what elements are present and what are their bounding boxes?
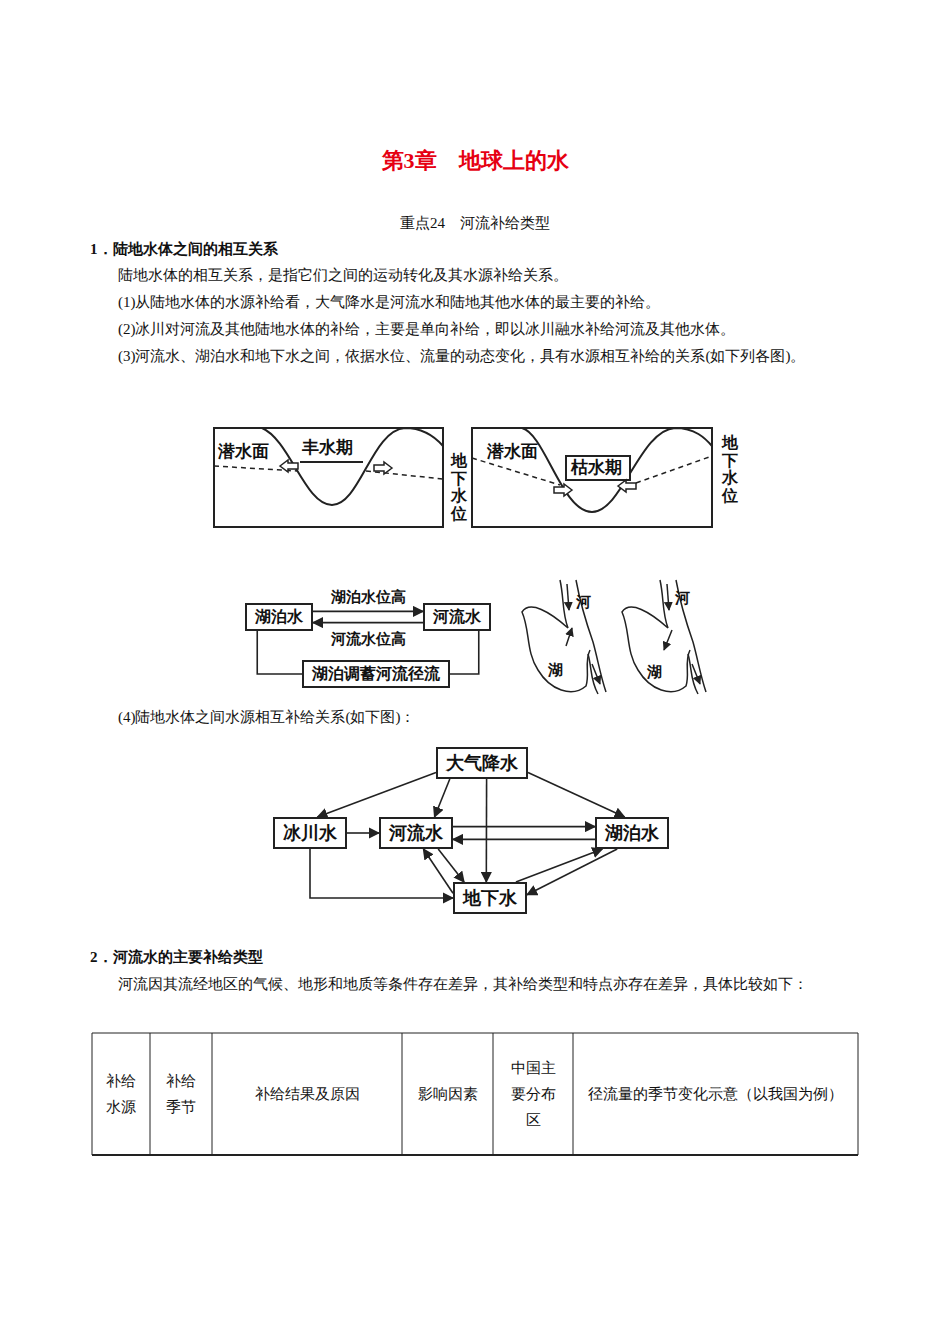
connector: [435, 779, 450, 817]
cross-section: [214, 428, 443, 527]
body-text: (2)冰川对河流及其他陆地水体的补给，主要是单向补给，即以冰川融水补给河流及其他…: [118, 316, 736, 343]
table-cell-text: 补给水源: [104, 1068, 138, 1120]
connector: [485, 779, 487, 882]
heading-text: 丰水期: [302, 438, 353, 458]
connector: [450, 631, 479, 674]
flow-arrow: [692, 664, 700, 684]
box-text: 河流水: [433, 608, 481, 625]
water-box: 河流水: [423, 603, 491, 631]
heading-text: 枯水期: [571, 458, 622, 478]
flow-arrow: [554, 484, 572, 496]
table-header-cell: 径流量的季节变化示意（以我国为例）: [573, 1033, 858, 1155]
box-text: 湖泊调蓄河流径流: [312, 665, 440, 682]
body-text: 重点24 河流补给类型: [400, 210, 550, 237]
water-box: 湖泊水: [595, 817, 669, 849]
box-text: 湖泊水: [255, 608, 303, 625]
heading-text: 河: [675, 588, 690, 608]
connector: [453, 826, 595, 828]
flow-arrow: [374, 462, 392, 474]
table-header-cell: 中国主要分布区: [493, 1033, 573, 1155]
river-lake-sketch: [522, 580, 706, 694]
flow-arrow: [667, 584, 669, 610]
vertical-label: 地下水位: [722, 434, 738, 504]
connector: [528, 773, 625, 817]
river-bank: [576, 580, 606, 692]
box-text: 地下水: [463, 888, 517, 908]
water-surface: [300, 461, 363, 463]
river-bank: [676, 580, 706, 692]
body-text: (1)从陆地水体的水源补给看，大气降水是河流水和陆地其他水体的最主要的补给。: [118, 289, 661, 316]
flow-arrow: [592, 664, 600, 684]
heading-text: 河: [576, 592, 591, 612]
chapter-title: 第3章 地球上的水: [0, 146, 950, 176]
table-cell-text: 中国主要分布区: [509, 1055, 557, 1133]
connector: [257, 631, 302, 674]
edge-label: 湖泊水位高: [328, 588, 409, 606]
body-text: (4)陆地水体之间水源相互补给关系(如下图)：: [118, 704, 415, 731]
terrain: [522, 428, 712, 512]
table-header-cell: 补给水源: [92, 1033, 150, 1155]
connector: [313, 611, 423, 613]
table-header-cell: 补给季节: [150, 1033, 212, 1155]
flow-arrow: [567, 584, 569, 610]
water-box: 地下水: [453, 882, 527, 914]
connector: [347, 832, 379, 834]
table-cell-text: 径流量的季节变化示意（以我国为例）: [585, 1081, 847, 1107]
water-box: 河流水: [379, 817, 453, 849]
water-box: 大气降水: [436, 747, 528, 779]
connector: [423, 849, 453, 893]
water-box: 湖泊水: [245, 603, 313, 631]
water-box: 湖泊调蓄河流径流: [302, 660, 450, 688]
cross-section: [472, 428, 712, 527]
table-cell-text: 补给结果及原因: [255, 1081, 360, 1107]
heading-text: 1．陆地水体之间的相互关系: [90, 236, 278, 263]
heading-text: 潜水面: [487, 442, 538, 462]
heading-text: 潜水面: [218, 442, 269, 462]
heading-text: 湖: [548, 660, 563, 680]
connector: [516, 849, 603, 882]
body-text: 河流因其流经地区的气候、地形和地质等条件存在差异，其补给类型和特点亦存在差异，具…: [90, 971, 865, 998]
box-text: 湖泊水: [605, 823, 659, 843]
connector: [453, 839, 595, 841]
flow-arrow: [664, 630, 672, 650]
body-text: (3)河流水、湖泊水和地下水之间，依据水位、流量的动态变化，具有水源相互补给的关…: [90, 343, 865, 370]
connector: [310, 849, 453, 898]
heading-text: 湖: [647, 662, 662, 682]
flow-arrow: [280, 460, 298, 472]
connector: [313, 622, 423, 624]
heading-text: 2．河流水的主要补给类型: [90, 944, 263, 971]
table-cell-text: 影响因素: [418, 1081, 478, 1107]
table-grid: [92, 1033, 858, 1155]
box-text: 大气降水: [446, 753, 518, 773]
water-box: 冰川水: [273, 817, 347, 849]
edge-label: 河流水位高: [328, 630, 409, 648]
lake-outline: [522, 580, 590, 692]
water-table: [214, 466, 443, 479]
water-box: [566, 456, 630, 480]
frame: [214, 428, 443, 527]
vertical-label: 地下水位: [451, 452, 467, 522]
table-cell-text: 补给季节: [164, 1068, 198, 1120]
body-text: 陆地水体的相互关系，是指它们之间的运动转化及其水源补给关系。: [118, 262, 568, 289]
flow-arrow: [618, 480, 636, 492]
table-header-cell: 补给结果及原因: [212, 1033, 402, 1155]
terrain: [262, 428, 443, 505]
box-text: 冰川水: [283, 823, 337, 843]
box-text: 河流水: [389, 823, 443, 843]
table-header-cell: 影响因素: [402, 1033, 493, 1155]
connector: [317, 773, 436, 817]
frame: [472, 428, 712, 527]
lake-outline: [622, 580, 690, 692]
flow-arrow: [566, 628, 572, 646]
